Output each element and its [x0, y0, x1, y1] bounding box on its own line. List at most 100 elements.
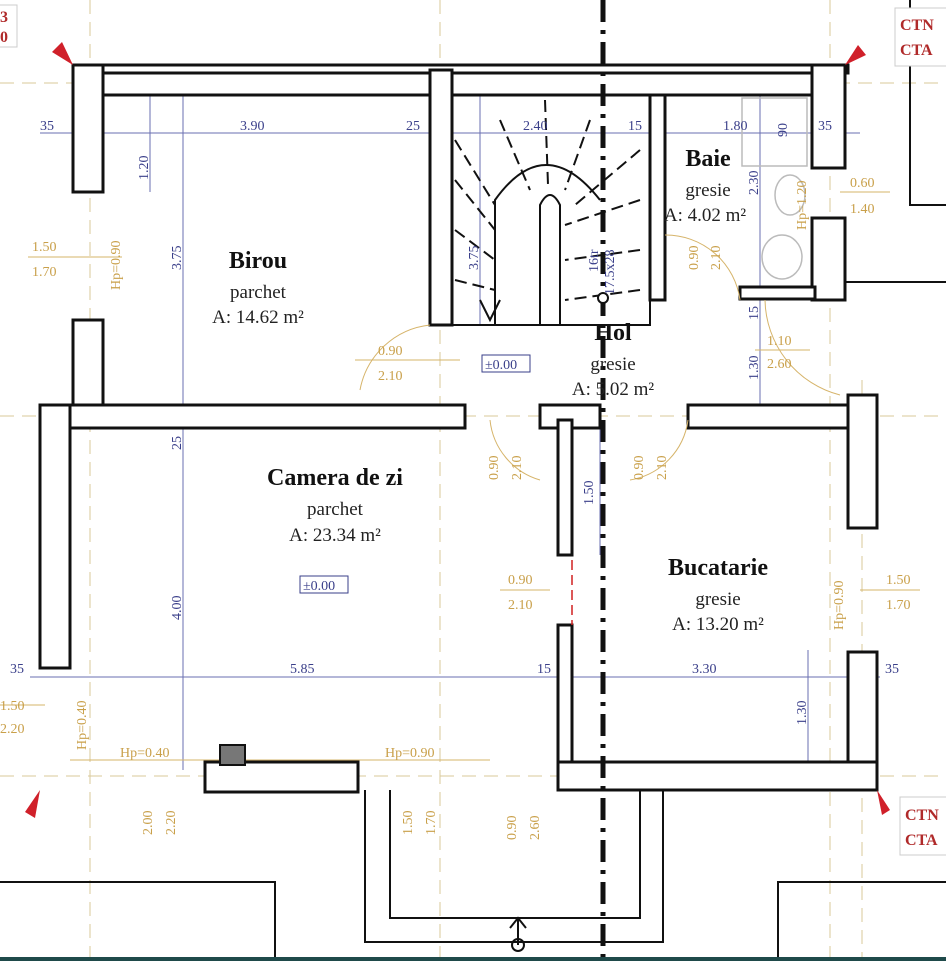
svg-text:1.70: 1.70: [32, 265, 57, 280]
svg-text:CTA: CTA: [900, 42, 933, 59]
hol-bucatarie-wall-upper: [556, 418, 574, 557]
svg-text:16tr: 16tr: [587, 249, 602, 272]
marker-triangle-icon: [845, 45, 866, 65]
birou-left-wall-lower: [71, 318, 105, 412]
svg-text:90: 90: [776, 123, 791, 137]
svg-text:1.50: 1.50: [401, 811, 416, 836]
baie-bottom-wall: [738, 285, 817, 301]
entry-marker: [511, 938, 525, 952]
marker-triangle-icon: [877, 790, 890, 815]
corner-tags: 3 0 CTN CTA CTN CTA: [0, 4, 946, 856]
stair-start-marker: [597, 292, 609, 304]
svg-text:3.75: 3.75: [467, 246, 482, 271]
svg-text:0.90: 0.90: [687, 246, 702, 271]
svg-text:0.90: 0.90: [508, 573, 533, 588]
svg-text:0.90: 0.90: [487, 456, 502, 481]
svg-text:Hp=0.90: Hp=0.90: [385, 746, 435, 761]
svg-text:1.50: 1.50: [0, 699, 25, 714]
room-area: A: 23.34 m²: [289, 525, 381, 546]
bucatarie-right-wall-upper: [846, 393, 879, 530]
bathroom-fixtures: [741, 97, 808, 280]
svg-text:1.40: 1.40: [850, 202, 875, 217]
svg-text:3.90: 3.90: [240, 119, 265, 134]
svg-text:0.60: 0.60: [850, 176, 875, 191]
entry-arrow-icon: [509, 916, 527, 945]
svg-text:1.50: 1.50: [32, 240, 57, 255]
svg-text:15: 15: [628, 119, 642, 134]
svg-text:25: 25: [406, 119, 420, 134]
level-tags: ±0.00 ±0.00: [299, 354, 531, 594]
svg-text:Hp=0.40: Hp=0.40: [120, 746, 170, 761]
svg-text:2.10: 2.10: [510, 456, 525, 481]
room-name: Camera de zi: [267, 465, 403, 491]
bucatarie-bottom-wall: [556, 760, 879, 792]
room-floor: parchet: [230, 282, 287, 303]
svg-text:17.5x28: 17.5x28: [603, 250, 618, 296]
svg-text:0.90: 0.90: [505, 816, 520, 841]
svg-text:35: 35: [10, 662, 24, 677]
camera-left-wall: [38, 403, 72, 670]
level-markers: [25, 42, 890, 818]
svg-text:2.40: 2.40: [523, 119, 548, 134]
room-name: Birou: [229, 248, 287, 274]
svg-text:2.20: 2.20: [164, 811, 179, 836]
svg-text:2.00: 2.00: [141, 811, 156, 836]
svg-text:1.50: 1.50: [582, 481, 597, 506]
svg-text:0: 0: [0, 29, 8, 46]
baie-left-wall: [648, 93, 667, 302]
dimension-lines: [0, 92, 920, 770]
svg-text:2.10: 2.10: [508, 598, 533, 613]
room-area: A: 5.02 m²: [572, 379, 655, 400]
svg-text:3: 3: [0, 9, 8, 26]
room-name: Baie: [685, 146, 731, 172]
svg-text:3.75: 3.75: [170, 246, 185, 271]
svg-text:Hp=0.90: Hp=0.90: [832, 580, 847, 630]
room-floor: gresie: [590, 354, 635, 375]
bottom-border: [0, 957, 946, 961]
room-name: Hol: [594, 320, 632, 346]
svg-text:2.30: 2.30: [747, 171, 762, 196]
camera-bottom-wall: [203, 760, 360, 794]
svg-text:1.30: 1.30: [747, 356, 762, 381]
birou-camera-wall: [38, 403, 467, 430]
toilet: [774, 174, 806, 216]
svg-text:15: 15: [747, 306, 762, 320]
walls: [38, 63, 879, 794]
staircase: [451, 94, 651, 326]
room-name: Bucatarie: [668, 555, 768, 581]
chimney: [219, 744, 246, 766]
door-swings: [359, 234, 841, 625]
svg-text:2.60: 2.60: [767, 357, 792, 372]
room-hol: Hol gresie A: 5.02 m²: [572, 320, 655, 400]
svg-text:25: 25: [170, 436, 185, 450]
room-baie: Baie gresie A: 4.02 m²: [664, 146, 747, 226]
svg-text:35: 35: [40, 119, 54, 134]
svg-text:1.70: 1.70: [886, 598, 911, 613]
room-floor: gresie: [695, 589, 740, 610]
svg-text:1.10: 1.10: [767, 334, 792, 349]
svg-text:0.90: 0.90: [378, 344, 403, 359]
svg-text:1.80: 1.80: [723, 119, 748, 134]
svg-text:3.30: 3.30: [692, 662, 717, 677]
svg-text:35: 35: [885, 662, 899, 677]
svg-text:1.20: 1.20: [137, 156, 152, 181]
bathtub: [741, 97, 808, 167]
svg-text:CTN: CTN: [905, 807, 939, 824]
svg-text:2.60: 2.60: [528, 816, 543, 841]
top-wall: [78, 71, 847, 97]
marker-triangle-icon: [25, 790, 40, 818]
svg-text:1.30: 1.30: [795, 701, 810, 726]
svg-text:4.00: 4.00: [170, 596, 185, 621]
room-birou: Birou parchet A: 14.62 m²: [212, 248, 304, 328]
baie-right-wall-lower: [810, 216, 847, 302]
svg-text:2.10: 2.10: [709, 246, 724, 271]
svg-text:2.20: 2.20: [0, 722, 25, 737]
dimensions-orange: 1.50 1.70 Hp=0.90 0.90 2.10 0.90 2.10 0.…: [0, 176, 911, 840]
room-camera-de-zi: Camera de zi parchet A: 23.34 m²: [267, 465, 403, 546]
svg-text:Hp=0.40: Hp=0.40: [75, 700, 90, 750]
baie-right-wall-upper: [810, 63, 847, 170]
room-area: A: 14.62 m²: [212, 307, 304, 328]
svg-text:1.50: 1.50: [886, 573, 911, 588]
